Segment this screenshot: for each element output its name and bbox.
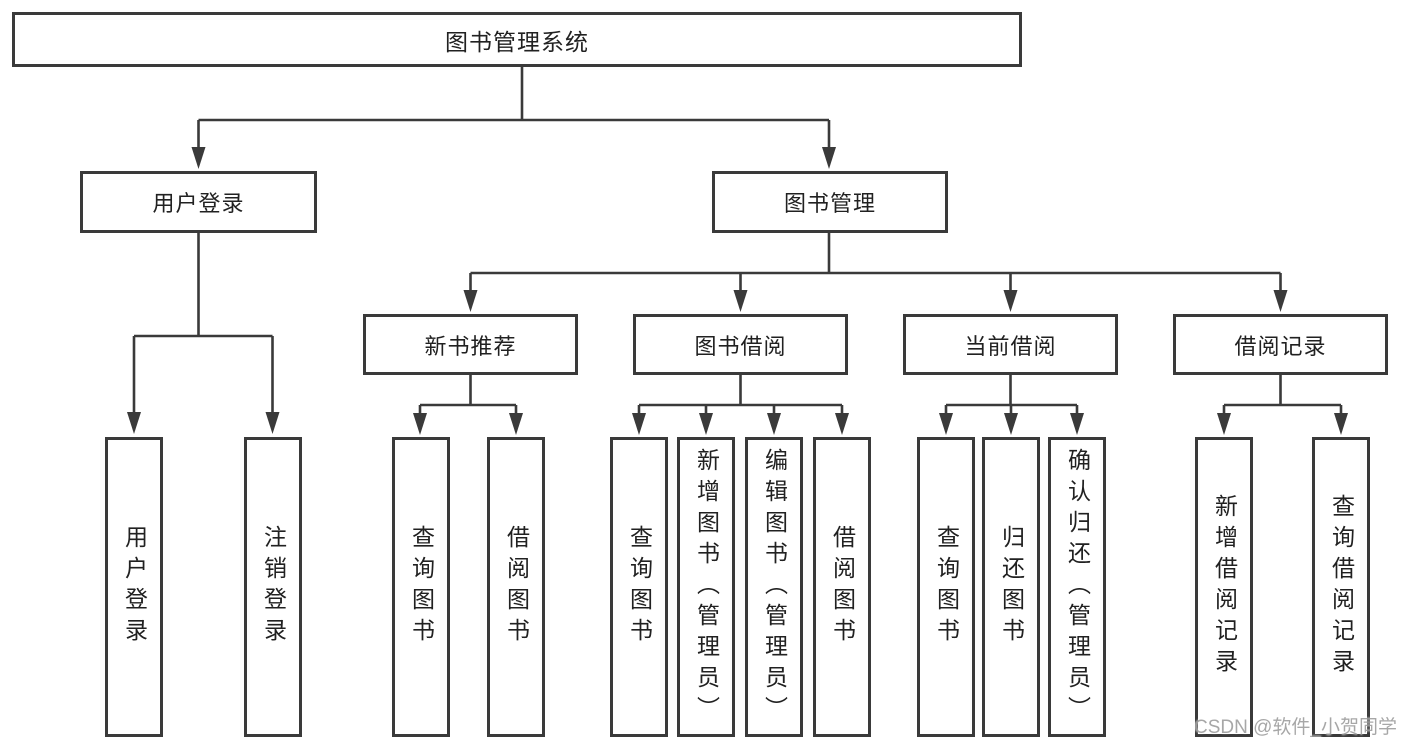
node-leaf-return-books: 归还图书	[982, 437, 1040, 737]
node-leaf-user-login: 用户登录	[105, 437, 163, 737]
csdn-watermark: CSDN @软件_小贺同学	[1194, 717, 1397, 738]
node-current-borrowing: 当前借阅	[903, 314, 1118, 375]
node-leaf-query-books-3: 查询图书	[917, 437, 975, 737]
node-leaf-borrow-books-1: 借阅图书	[487, 437, 545, 737]
node-leaf-add-books-admin: 新增图书（管理员）	[677, 437, 735, 737]
node-leaf-edit-books-admin: 编辑图书（管理员）	[745, 437, 803, 737]
arrowheads	[127, 147, 1348, 435]
node-borrow-records: 借阅记录	[1173, 314, 1388, 375]
node-user-login: 用户登录	[80, 171, 317, 233]
node-book-management: 图书管理	[712, 171, 948, 233]
node-leaf-add-borrow-record: 新增借阅记录	[1195, 437, 1253, 737]
node-leaf-borrow-books-2: 借阅图书	[813, 437, 871, 737]
node-leaf-query-borrow-record: 查询借阅记录	[1312, 437, 1370, 737]
node-book-borrowing: 图书借阅	[633, 314, 848, 375]
node-leaf-query-books-1: 查询图书	[392, 437, 450, 737]
node-new-book-recommend: 新书推荐	[363, 314, 578, 375]
node-leaf-confirm-return-admin: 确认归还（管理员）	[1048, 437, 1106, 737]
node-library-system: 图书管理系统	[12, 12, 1022, 67]
node-leaf-logout: 注销登录	[244, 437, 302, 737]
node-leaf-query-books-2: 查询图书	[610, 437, 668, 737]
